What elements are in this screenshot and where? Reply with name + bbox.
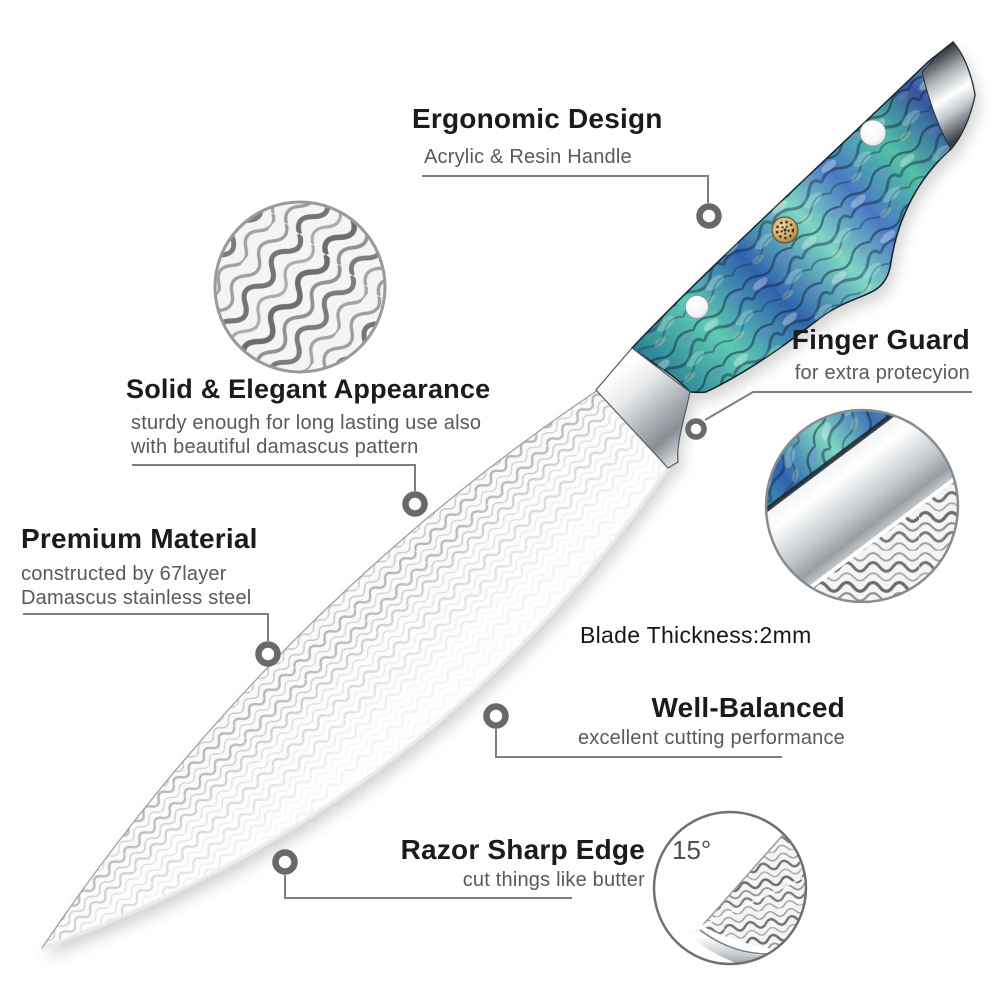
- edge-angle-line: [701, 817, 799, 927]
- callout-marker-ergonomic: [696, 203, 722, 229]
- premium-material-title: Premium Material: [21, 523, 258, 554]
- callout-marker-well-balanced: [483, 703, 509, 729]
- blade-spine-line: [41, 389, 599, 949]
- callout-line-ergonomic: [422, 175, 709, 203]
- blade-edge-bevel: [42, 390, 668, 948]
- end-cap: [921, 41, 976, 150]
- blade-thickness-label: Blade Thickness:2mm: [580, 622, 812, 648]
- well-balanced-title: Well-Balanced: [651, 692, 845, 723]
- callout-line-razor-edge: [284, 875, 572, 899]
- solid-elegant-subtitle-line2: with beautiful damascus pattern: [131, 436, 419, 458]
- edge-crease-line: [701, 861, 806, 927]
- solid-elegant-title: Solid & Elegant Appearance: [126, 374, 491, 404]
- ergonomic-design-subtitle: Acrylic & Resin Handle: [424, 146, 632, 168]
- blade-edge-highlight: [41, 466, 670, 950]
- inset-seam: [766, 410, 919, 531]
- rivet-front: [685, 295, 709, 319]
- inset-edge-line: [793, 465, 958, 601]
- finger-guard-title: Finger Guard: [791, 324, 970, 355]
- callout-line-well-balanced: [495, 729, 782, 758]
- bolster: [595, 347, 691, 469]
- inset-damascus-band: [795, 468, 958, 602]
- razor-sharp-edge-subtitle: cut things like butter: [462, 869, 645, 891]
- handle-texture: [632, 42, 975, 393]
- rivet-back: [859, 119, 887, 147]
- callout-line-finger-guard: [704, 391, 972, 421]
- ergonomic-design-title: Ergonomic Design: [412, 103, 663, 134]
- inset-steel-band: [766, 410, 958, 600]
- bolster-detail-inset: [764, 408, 960, 604]
- solid-elegant-subtitle-line1: sturdy enough for long lasting use also: [131, 412, 482, 434]
- finger-guard-subtitle: for extra protecyion: [794, 362, 970, 384]
- callout-marker-premium: [255, 641, 281, 667]
- premium-material-subtitle-line2: Damascus stainless steel: [21, 587, 252, 609]
- edge-angle-label: 15°: [672, 835, 712, 865]
- damascus-pattern-inset: [213, 200, 387, 374]
- mosaic-pin: [771, 216, 799, 244]
- callout-marker-solid-elegant: [402, 491, 428, 517]
- razor-sharp-edge-title: Razor Sharp Edge: [400, 834, 645, 865]
- callout-line-solid-elegant: [132, 464, 416, 491]
- callout-line-premium: [23, 613, 269, 641]
- premium-material-subtitle-line1: constructed by 67layer: [21, 563, 227, 585]
- knife: [40, 40, 976, 950]
- callout-marker-razor-edge: [272, 849, 298, 875]
- callout-marker-finger-guard: [685, 418, 707, 440]
- well-balanced-subtitle: excellent cutting performance: [577, 727, 845, 749]
